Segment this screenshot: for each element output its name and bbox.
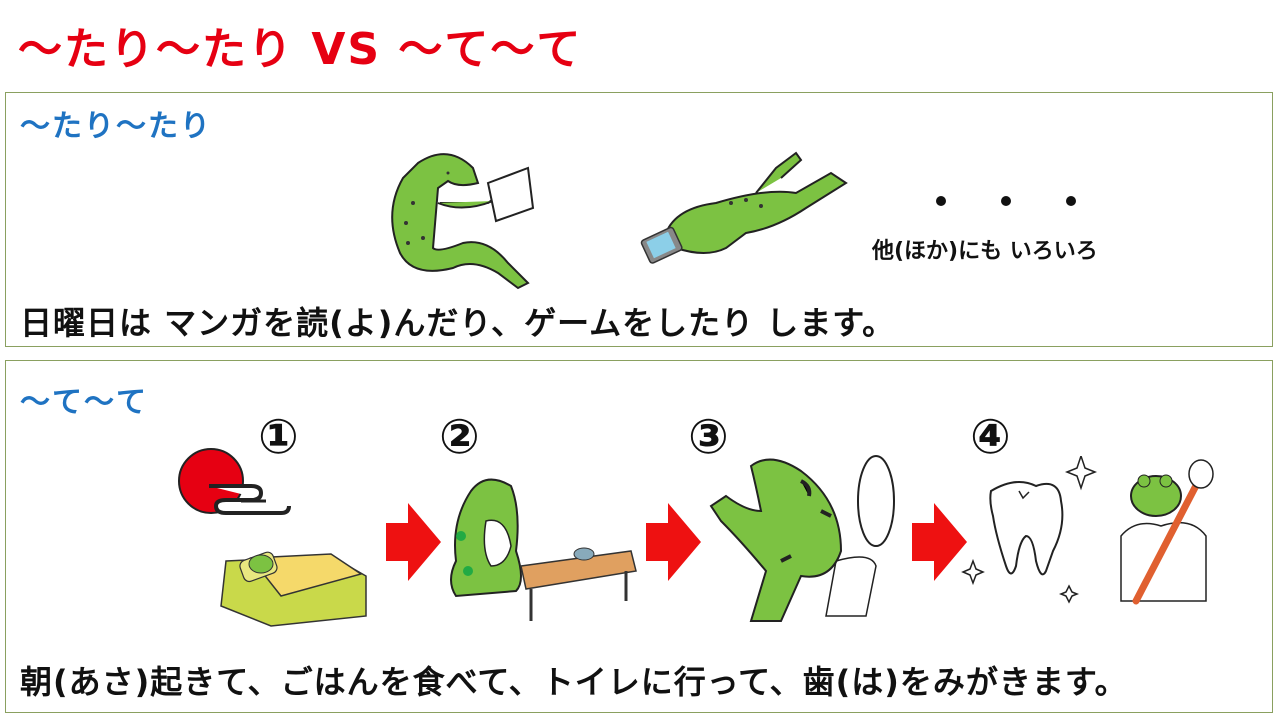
step-number-2: ② [439, 409, 480, 465]
dot [1066, 196, 1076, 206]
frog-toilet-icon [709, 455, 895, 622]
tari-heading: ～たり～たり [20, 109, 212, 144]
arrow-right-icon [646, 503, 701, 581]
step-number-4: ④ [970, 409, 1011, 465]
frog-eating-icon [450, 478, 637, 621]
tari-section: ～たり～たり 他(ほか)にも いろいろ 日曜日は マンガを読(よ)んだり、ゲーム… [5, 92, 1273, 347]
dot [936, 196, 946, 206]
tari-example-sentence: 日曜日は マンガを読(よ)んだり、ゲームをしたり します。 [20, 304, 896, 342]
tooth-brushing-icon [961, 456, 1214, 605]
frog-reading-icon [391, 153, 535, 290]
page-title: ～たり～たり VS ～て～て [18, 24, 583, 75]
arrow-right-icon [912, 503, 967, 581]
ellipsis-dots [936, 196, 1076, 206]
other-activities-label: 他(ほか)にも いろいろ [872, 239, 1098, 264]
tete-section: ～て～て ① ② ③ ④ [5, 360, 1273, 713]
arrow-right-icon [386, 503, 441, 581]
step-number-1: ① [258, 409, 299, 465]
tete-heading: ～て～て [20, 385, 148, 420]
frog-gaming-icon [640, 151, 848, 264]
dot [1001, 196, 1011, 206]
tete-example-sentence: 朝(あさ)起きて、ごはんを食べて、トイレに行って、歯(は)をみがきます。 [20, 663, 1128, 701]
step-number-3: ③ [688, 409, 729, 465]
sunrise-bed-icon [178, 448, 367, 627]
